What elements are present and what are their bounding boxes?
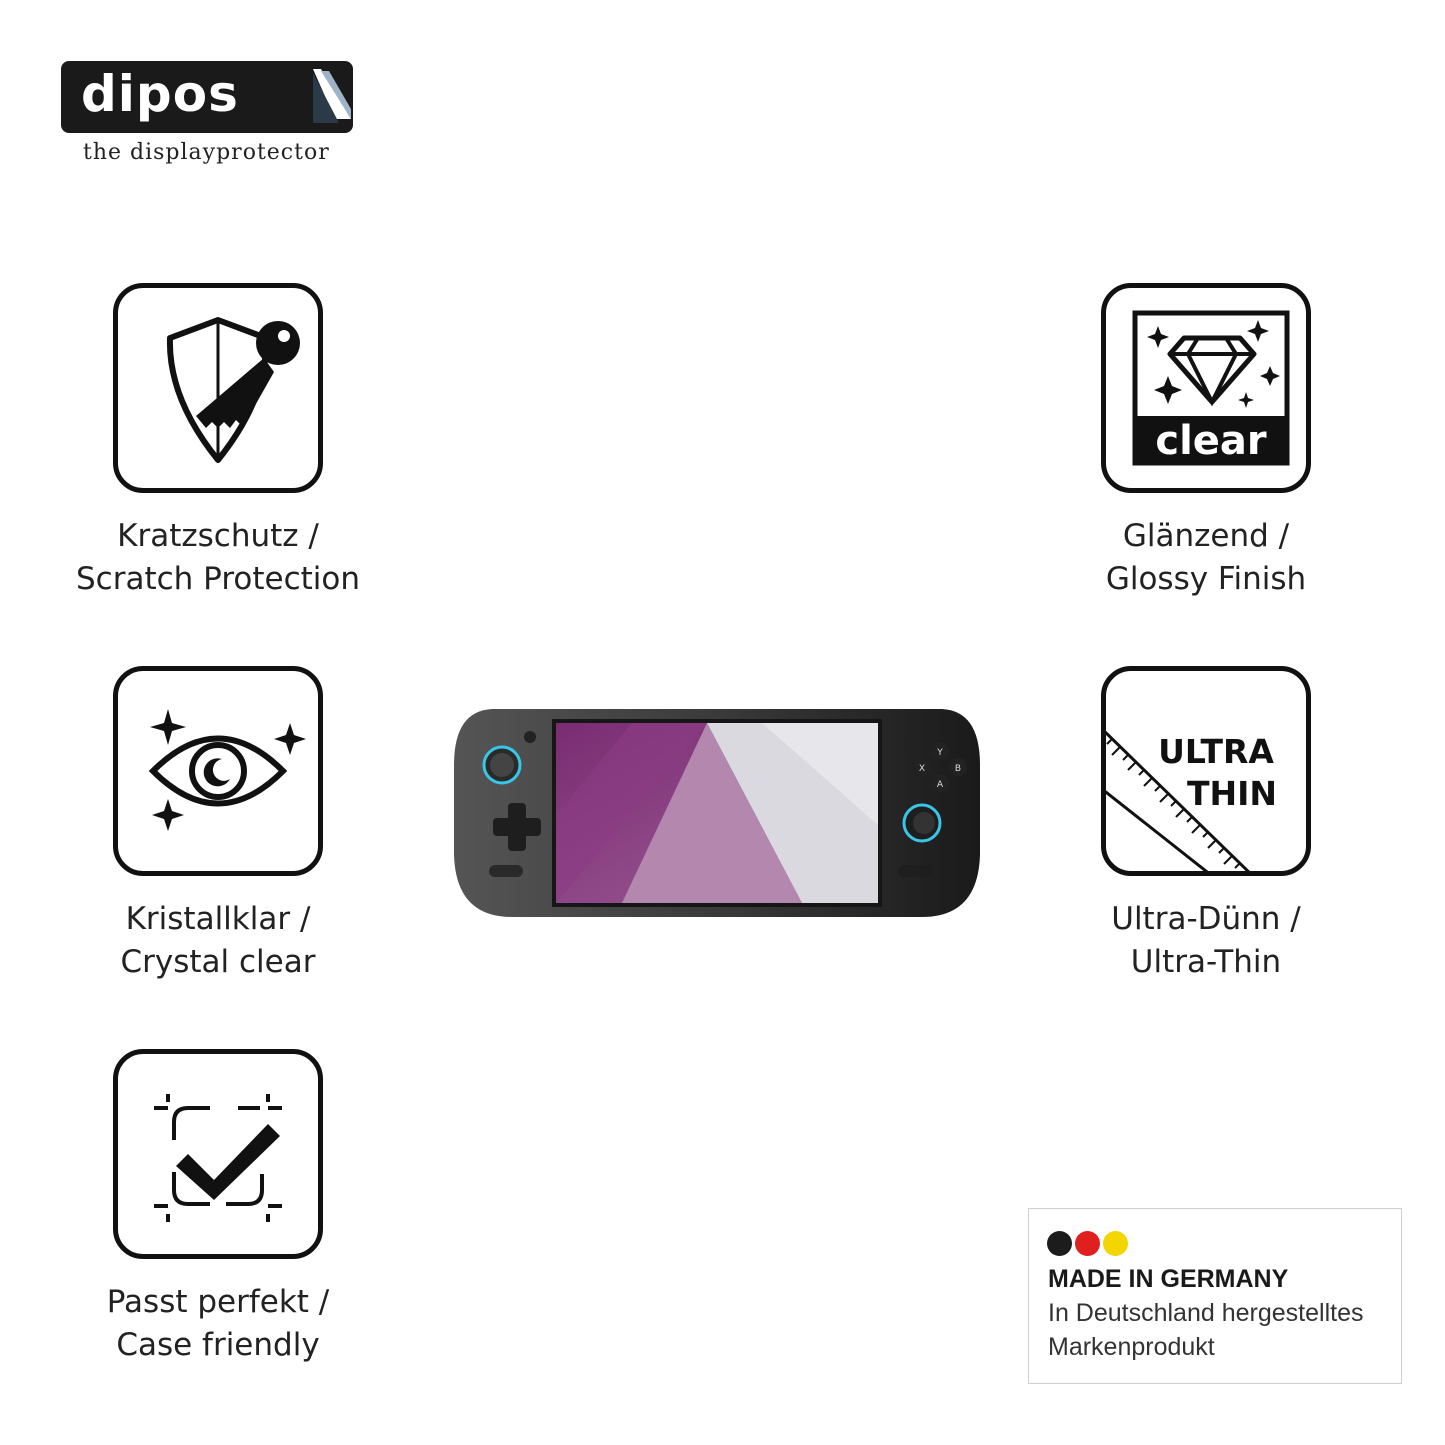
handheld-console-image: Y X B A <box>452 705 982 921</box>
caption-line-en: Ultra-Thin <box>1130 944 1282 980</box>
check-frame-icon <box>154 1094 282 1222</box>
feature-caption: Passt perfekt / Case friendly <box>63 1281 373 1367</box>
feature-glossy-finish: clear Glänzend / Glossy Finish <box>1051 283 1361 601</box>
button-y-label: Y <box>936 748 943 758</box>
shield-key-icon <box>166 317 300 463</box>
feature-case-friendly: Passt perfekt / Case friendly <box>63 1049 373 1367</box>
feature-icon-box <box>113 666 323 876</box>
ultra-thin-icon: ULTRA THIN <box>1106 730 1277 871</box>
badge-ultra-text: ULTRA <box>1158 732 1274 771</box>
caption-line-en: Scratch Protection <box>76 561 360 597</box>
feature-crystal-clear: Kristallklar / Crystal clear <box>63 666 373 984</box>
flag-dot-red <box>1075 1231 1100 1256</box>
feature-caption: Kratzschutz / Scratch Protection <box>63 515 373 601</box>
button-a-label: A <box>937 780 944 790</box>
feature-icon-box <box>113 283 323 493</box>
badge-thin-text: THIN <box>1187 774 1277 813</box>
mig-title: MADE IN GERMANY <box>1048 1265 1289 1293</box>
feature-ultra-thin: ULTRA THIN Ultra-Dünn / Ultra-Thin <box>1051 666 1361 984</box>
feature-icon-box: clear <box>1101 283 1311 493</box>
feature-caption: Kristallklar / Crystal clear <box>63 898 373 984</box>
made-in-germany-badge: MADE IN GERMANY In Deutschland hergestel… <box>1028 1208 1402 1384</box>
flag-dot-gold <box>1103 1231 1128 1256</box>
button-b-label: B <box>955 764 961 774</box>
feature-icon-box: ULTRA THIN <box>1101 666 1311 876</box>
flag-dot-black <box>1047 1231 1072 1256</box>
german-flag-dots <box>1047 1231 1131 1260</box>
diamond-clear-icon: clear <box>1132 310 1290 466</box>
logo-tagline: the displayprotector <box>83 140 330 165</box>
peel-corner-icon <box>313 69 351 123</box>
logo-wordmark: dipos <box>81 65 239 123</box>
caption-line-de: Kratzschutz / <box>117 518 319 554</box>
caption-line-en: Case friendly <box>116 1327 320 1363</box>
caption-line-de: Passt perfekt / <box>106 1284 330 1320</box>
button-x-label: X <box>919 764 925 774</box>
feature-caption: Ultra-Dünn / Ultra-Thin <box>1051 898 1361 984</box>
caption-line-en: Glossy Finish <box>1105 561 1307 597</box>
feature-icon-box <box>113 1049 323 1259</box>
console-illustration: Y X B A <box>454 709 980 917</box>
caption-line-de: Ultra-Dünn / <box>1111 901 1301 937</box>
logo-badge: dipos <box>61 61 353 133</box>
mig-line-2: Markenprodukt <box>1048 1333 1215 1361</box>
caption-line-de: Kristallklar / <box>125 901 311 937</box>
mig-line-1: In Deutschland hergestelltes <box>1048 1299 1364 1327</box>
caption-line-en: Crystal clear <box>120 944 316 980</box>
badge-clear-text: clear <box>1155 418 1267 464</box>
brand-logo: dipos <box>61 61 353 133</box>
caption-line-de: Glänzend / <box>1122 518 1290 554</box>
eye-sparkle-icon <box>148 709 306 831</box>
feature-scratch-protection: Kratzschutz / Scratch Protection <box>63 283 373 601</box>
feature-caption: Glänzend / Glossy Finish <box>1051 515 1361 601</box>
